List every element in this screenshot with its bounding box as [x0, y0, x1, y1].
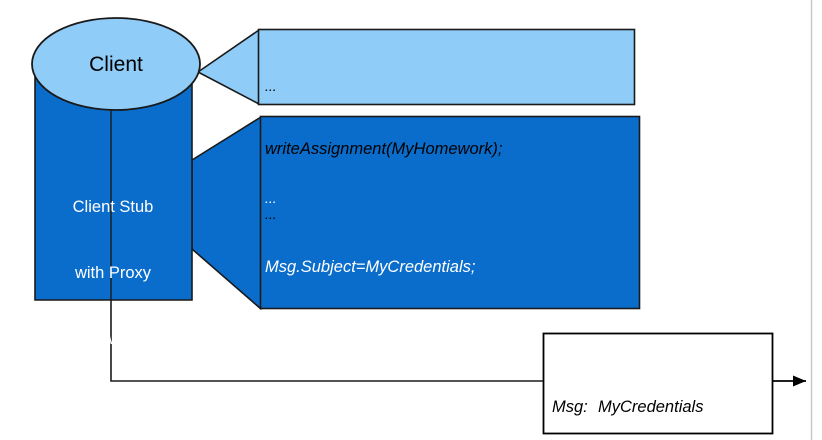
application-code-text: ... writeAssignment(MyHomework); ...	[265, 33, 627, 268]
message-key-label: Msg:	[552, 398, 588, 417]
stub-code-line: Msg.Params= MyHomework;	[265, 401, 478, 420]
message-row: Msg: MyCredentials	[552, 394, 767, 421]
client-stub-label-line: with Proxy	[74, 263, 152, 282]
application-code-line: ...	[265, 77, 277, 94]
stub-code-box	[259, 115, 641, 310]
client-stub-label-line: PEP and PDP)	[58, 395, 168, 414]
message-box-text: Msg:MyCredentials writeAssignment_Id MyH…	[552, 341, 767, 440]
client-ellipse	[31, 17, 201, 111]
stub-code-line: Msg.Method_Id=writeAssignment_Id;	[265, 329, 537, 348]
stub-to-message-connector	[110, 300, 543, 382]
stub-code-text: ... Msg.Subject=MyCredentials; Msg.Metho…	[265, 140, 633, 440]
message-value: MyCredentials	[598, 398, 704, 417]
client-stub-label-line: (here without	[65, 329, 161, 348]
application-code-box	[257, 28, 636, 106]
application-callout-tail	[197, 29, 260, 105]
client-stub-label-line: Client Stub	[72, 197, 154, 216]
application-code-line: ...	[265, 206, 277, 223]
client-node-label: Client	[89, 53, 143, 76]
stub-callout-tail	[191, 116, 262, 310]
stub-code-line: ...	[265, 189, 277, 206]
stub-code-line: Msg.Subject=MyCredentials;	[265, 257, 476, 276]
client-stub-label: Client Stub with Proxy (here without PEP…	[33, 153, 193, 440]
message-to-server-arrowhead	[793, 375, 806, 387]
message-box	[542, 332, 774, 435]
application-code-line: writeAssignment(MyHomework);	[265, 140, 503, 159]
